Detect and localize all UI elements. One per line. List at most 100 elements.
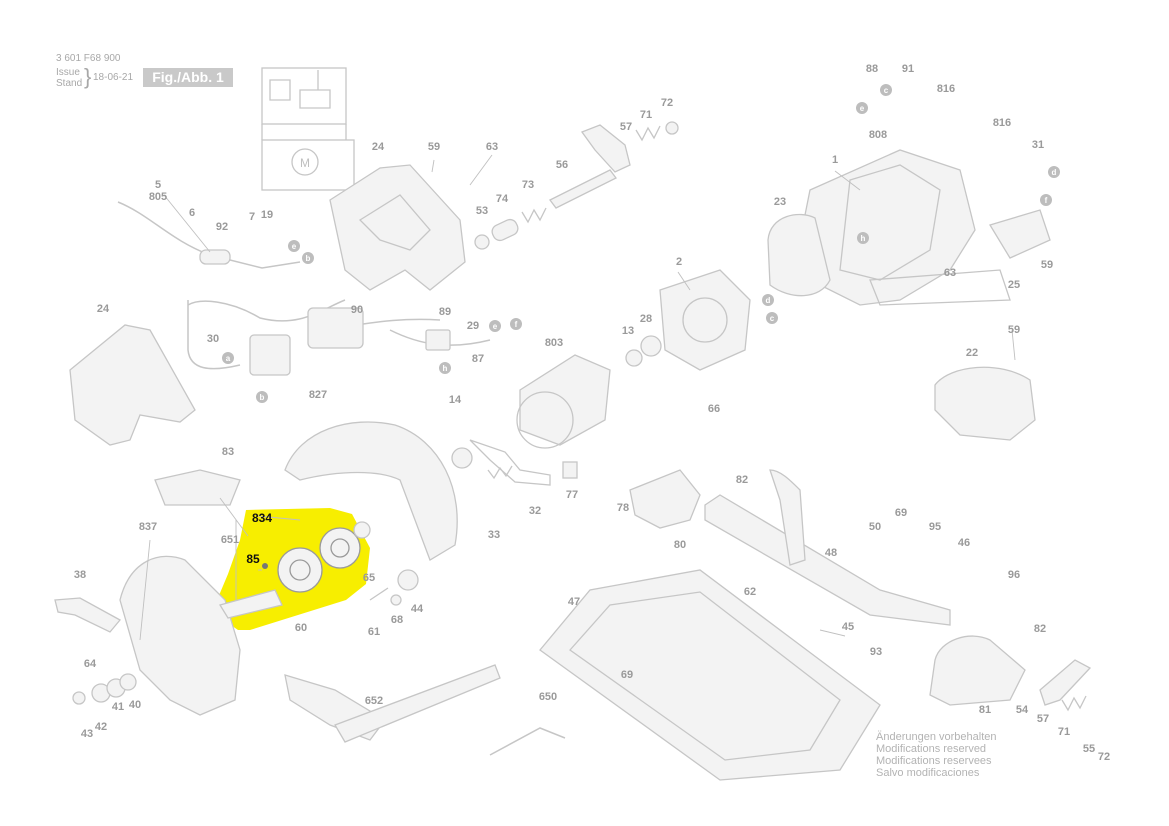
part-label-82: 82 xyxy=(736,474,748,486)
part-label-2: 2 xyxy=(676,256,682,268)
part-label-38: 38 xyxy=(74,569,86,581)
part-label-23: 23 xyxy=(774,196,786,208)
part-label-803: 803 xyxy=(545,337,563,349)
svg-text:d: d xyxy=(1052,168,1057,177)
part-label-5: 5 xyxy=(155,179,161,191)
part-label-50: 50 xyxy=(869,521,881,533)
part-label-45: 45 xyxy=(842,621,854,633)
part-label-93: 93 xyxy=(870,646,882,658)
reference-marker-c: c xyxy=(766,312,778,324)
notice-line-es: Salvo modificaciones xyxy=(876,767,980,779)
brush-cap-25 xyxy=(989,209,1051,259)
part-label-651: 651 xyxy=(221,534,239,546)
part-label-837: 837 xyxy=(139,521,157,533)
part-label-59: 59 xyxy=(1041,259,1053,271)
part-label-90: 90 xyxy=(351,304,363,316)
part-label-66: 66 xyxy=(708,403,720,415)
part-label-72: 72 xyxy=(661,97,673,109)
part-label-13: 13 xyxy=(622,325,634,337)
lever-57-right xyxy=(1039,659,1092,706)
part-label-32: 32 xyxy=(529,505,541,517)
part-label-19: 19 xyxy=(261,209,273,221)
notice-line-fr: Modifications reservees xyxy=(876,755,992,767)
field-2 xyxy=(659,269,751,371)
switch-wires xyxy=(187,299,491,370)
part-label-68: 68 xyxy=(391,614,403,626)
part-label-22: 22 xyxy=(966,347,978,359)
lever-38 xyxy=(54,597,122,633)
part-label-25: 25 xyxy=(1008,279,1020,291)
bracket-32 xyxy=(469,439,551,486)
switch-4 xyxy=(249,334,291,376)
motor-symbol: M xyxy=(300,156,310,170)
part-label-24: 24 xyxy=(372,141,385,153)
spring-33 xyxy=(487,465,513,480)
part-label-91: 91 xyxy=(902,63,914,75)
part-label-44: 44 xyxy=(411,603,424,615)
part-label-55: 55 xyxy=(1083,743,1095,755)
spring-73 xyxy=(521,207,547,224)
part-label-808: 808 xyxy=(869,129,887,141)
part-label-81: 81 xyxy=(979,704,991,716)
svg-text:c: c xyxy=(884,86,889,95)
svg-text:e: e xyxy=(860,104,865,113)
cable-sleeve-6 xyxy=(199,249,231,265)
reference-marker-e: e xyxy=(856,102,868,114)
reference-marker-a: a xyxy=(222,352,234,364)
figure-badge: Fig./Abb. 1 xyxy=(143,68,233,87)
notice-line-en: Modifications reserved xyxy=(876,743,987,755)
part-label-57: 57 xyxy=(1037,713,1049,725)
part-label-95: 95 xyxy=(929,521,941,533)
part-label-7: 7 xyxy=(249,211,255,223)
hex-key-650 xyxy=(489,727,566,756)
terminal-89 xyxy=(425,329,451,351)
reference-marker-f: f xyxy=(1040,194,1052,206)
svg-text:h: h xyxy=(861,234,866,243)
base-plate-motor xyxy=(869,269,1011,306)
reference-marker-e: e xyxy=(489,320,501,332)
reference-marker-d: d xyxy=(762,294,774,306)
svg-text:c: c xyxy=(770,314,775,323)
handle-24-top xyxy=(329,164,466,291)
stand-label: Stand xyxy=(56,78,83,89)
part-label-83: 83 xyxy=(222,446,234,458)
module-90 xyxy=(307,307,364,349)
lower-guard-837 xyxy=(119,555,241,716)
svg-text:e: e xyxy=(493,322,498,331)
issue-date: 18-06-21 xyxy=(93,72,134,83)
part-label-73: 73 xyxy=(522,179,534,191)
part-label-46: 46 xyxy=(958,537,970,549)
part-label-54: 54 xyxy=(1016,704,1029,716)
part-label-816: 816 xyxy=(937,83,955,95)
part-label-31: 31 xyxy=(1032,139,1044,151)
part-label-89: 89 xyxy=(439,306,451,318)
part-label-24: 24 xyxy=(97,303,110,315)
part-label-834: 834 xyxy=(252,511,272,525)
guard-part-651 xyxy=(154,469,241,506)
part-label-63: 63 xyxy=(944,267,956,279)
part-label-78: 78 xyxy=(617,502,629,514)
part-label-1: 1 xyxy=(832,154,838,166)
washer-65 xyxy=(353,521,371,539)
part-label-650: 650 xyxy=(539,691,557,703)
part-label-61: 61 xyxy=(368,626,380,638)
svg-text:h: h xyxy=(443,364,448,373)
part-label-57: 57 xyxy=(620,121,632,133)
cover-23 xyxy=(767,213,831,297)
part-label-816: 816 xyxy=(993,117,1011,129)
part-label-805: 805 xyxy=(149,191,167,203)
part-label-85: 85 xyxy=(246,552,260,566)
part-label-43: 43 xyxy=(81,728,93,740)
part-label-87: 87 xyxy=(472,353,484,365)
part-label-53: 53 xyxy=(476,205,488,217)
drawing-number: 3 601 F68 900 xyxy=(56,53,121,64)
issue-label: Issue xyxy=(56,67,80,78)
spring-71 xyxy=(635,125,661,142)
svg-text:b: b xyxy=(306,254,311,263)
svg-text:e: e xyxy=(292,242,297,251)
part-label-33: 33 xyxy=(488,529,500,541)
screw-61 xyxy=(369,587,389,601)
